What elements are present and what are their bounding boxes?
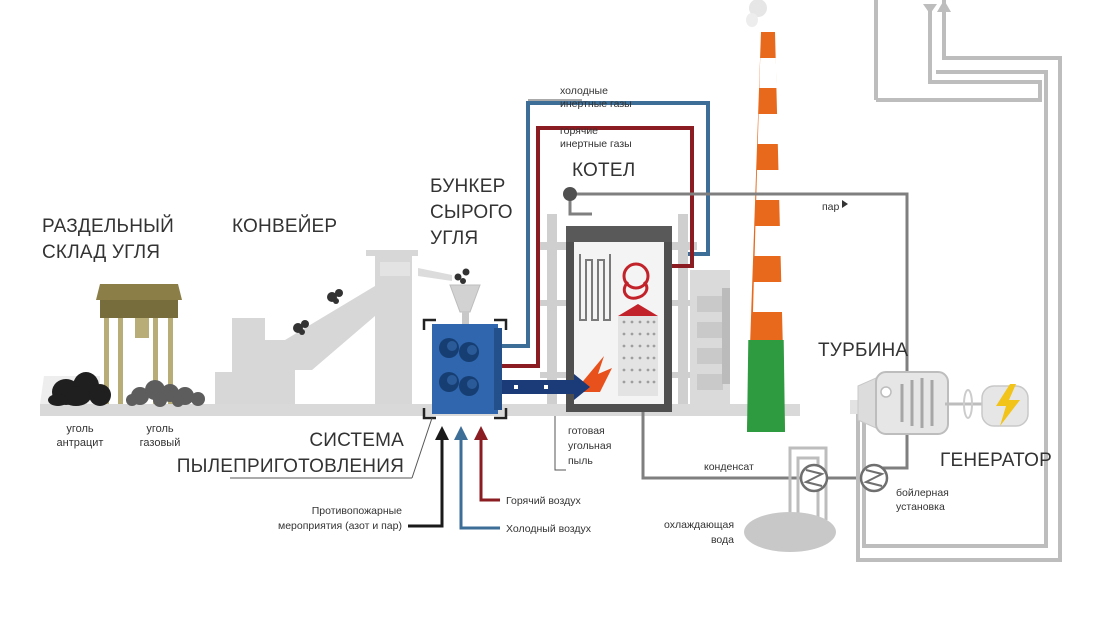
label-cold-inert-1: холодные [560, 85, 608, 97]
ground-line [40, 404, 800, 416]
label-coal-store-2: СКЛАД УГЛЯ [42, 242, 160, 263]
hot-air-line [479, 438, 500, 502]
arrow-up-gray [937, 0, 951, 12]
label-bunker-3: УГЛЯ [430, 228, 478, 249]
chimney [746, 0, 785, 432]
arrow-down-gray [923, 4, 937, 14]
label-prep-system-1: СИСТЕМА [309, 430, 404, 451]
label-gascoal-2: газовый [140, 437, 181, 449]
chimney-green-section [747, 340, 785, 432]
label-hot-inert-1: горячие [560, 125, 598, 137]
label-gascoal-1: уголь [146, 423, 174, 435]
label-boiler-unit-1: бойлерная [896, 487, 949, 499]
pulverizer-body [432, 324, 498, 414]
leader-lines [230, 99, 582, 479]
cooling-water-basin [744, 512, 836, 552]
furnace-tubes [618, 316, 658, 396]
label-anthracite-2: антрацит [57, 437, 104, 449]
label-cold-inert-2: инертные газы [560, 98, 632, 110]
label-turbine: ТУРБИНА [818, 340, 908, 361]
boiler [566, 226, 672, 412]
conveyor-top [380, 262, 410, 276]
label-anthracite-1: уголь [66, 423, 94, 435]
label-boiler-unit-2: установка [896, 501, 945, 513]
generator [981, 384, 1029, 427]
label-cold-air: Холодный воздух [506, 523, 592, 535]
label-bunker-2: СЫРОГО [430, 202, 513, 223]
fire-measures-line [408, 436, 444, 528]
label-bunker-1: БУНКЕР [430, 176, 505, 197]
raw-coal-bunker [418, 268, 481, 326]
label-ready-dust-2: угольная [568, 440, 611, 452]
label-generator: ГЕНЕРАТОР [940, 450, 1052, 471]
hot-inert-gas-pipe [500, 126, 694, 368]
steam-drum [563, 187, 577, 201]
heat-exchanger-1 [799, 463, 829, 493]
label-prep-system-2: ПЫЛЕПРИГОТОВЛЕНИЯ [177, 456, 404, 477]
label-hot-air: Горячий воздух [506, 495, 581, 507]
cold-air-line [459, 438, 500, 530]
label-hot-inert-2: инертные газы [560, 138, 632, 150]
coal-dust-pipe [498, 374, 590, 400]
coal-pile-gas [126, 380, 205, 407]
label-fire-measures-2: мероприятия (азот и пар) [278, 520, 402, 532]
label-cooling-water-1: охлаждающая [664, 519, 734, 531]
cold-inert-gas-pipe [500, 101, 710, 348]
label-ready-dust-3: пыль [568, 455, 593, 467]
coal-on-conveyor [293, 268, 470, 335]
coal-store [40, 284, 205, 407]
conveyor-building [215, 250, 418, 404]
lightning-icon [996, 384, 1020, 426]
labels: РАЗДЕЛЬНЫЙ СКЛАД УГЛЯ КОНВЕЙЕР БУНКЕР СЫ… [42, 85, 1052, 546]
label-condensate: конденсат [704, 461, 754, 473]
smoke [749, 0, 767, 17]
label-steam: пар [822, 201, 840, 213]
label-fire-measures-1: Противопожарные [312, 505, 402, 517]
pulverizer [422, 318, 508, 420]
heat-exchanger-2 [859, 463, 889, 493]
steam-arrow [842, 200, 848, 208]
auxiliary-equipment [690, 270, 800, 416]
generator-output-lines [856, 0, 1062, 562]
label-conveyor: КОНВЕЙЕР [232, 215, 337, 237]
label-cooling-water-2: вода [711, 534, 734, 546]
label-ready-dust-1: готовая [568, 425, 605, 437]
label-coal-store-1: РАЗДЕЛЬНЫЙ [42, 215, 174, 237]
label-boiler: КОТЕЛ [572, 160, 635, 181]
coal-pile-anthracite [48, 372, 111, 406]
turbine [850, 371, 982, 435]
condensate-pipe [641, 412, 860, 480]
